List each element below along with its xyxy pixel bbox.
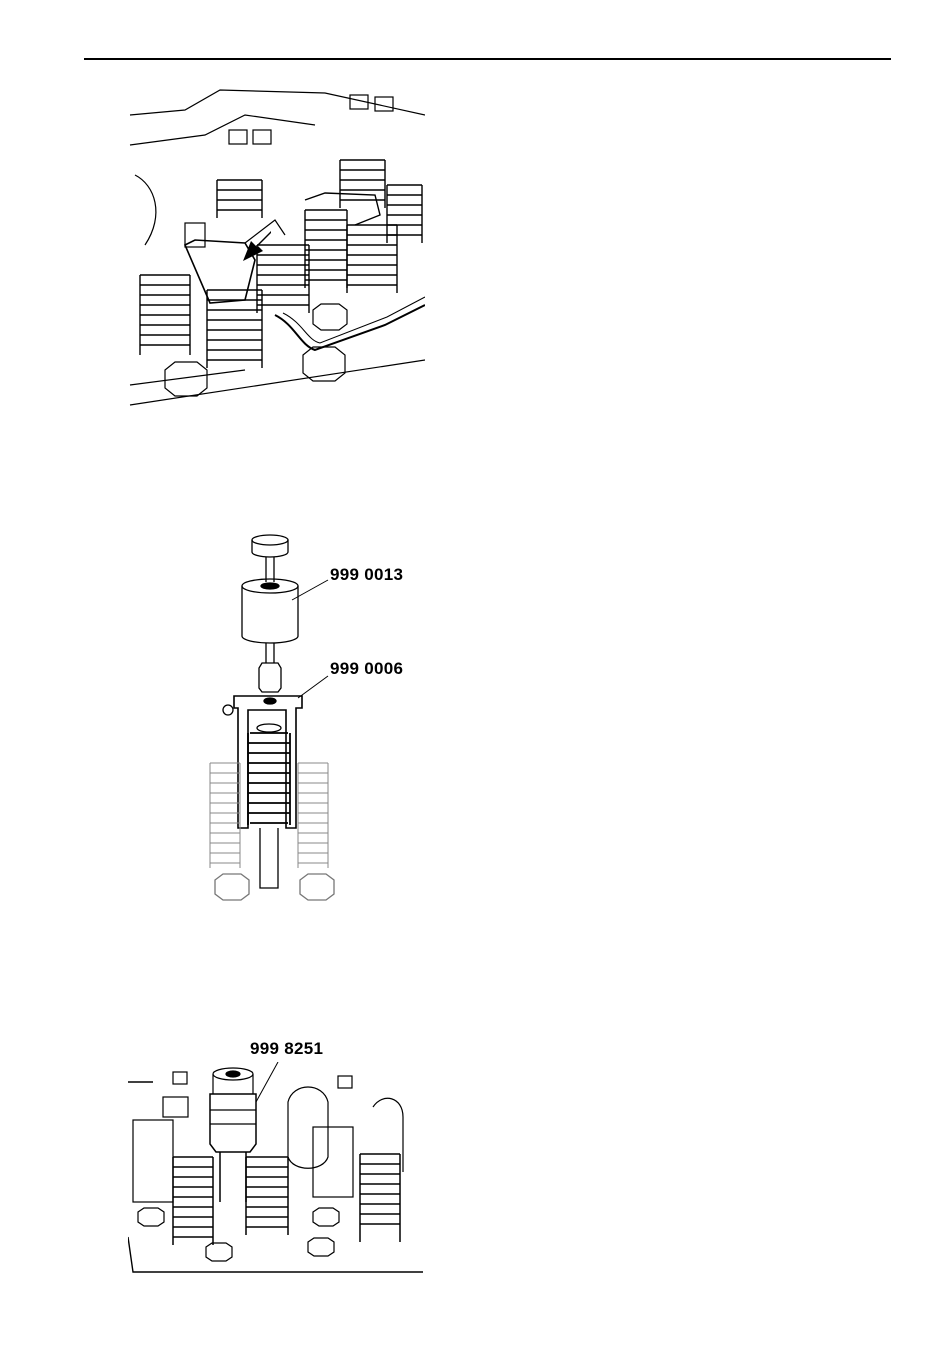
tool-label-9998251: 999 8251 [250,1040,323,1057]
figure-rocker-arm [125,85,425,407]
tool-label-9990006: 999 0006 [330,660,403,677]
figure-spring-compressor [200,528,360,908]
header-rule [84,58,891,60]
figure-valve-tool [128,1062,423,1274]
tool-label-9990013: 999 0013 [330,566,403,583]
arrow-icon [237,227,277,267]
